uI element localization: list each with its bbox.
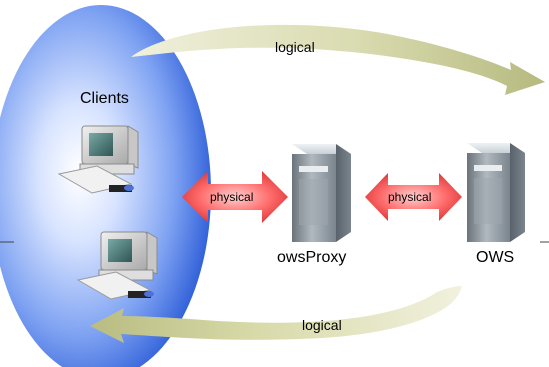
owsproxy-server-icon <box>292 144 351 242</box>
physical-label-left: physical <box>210 190 253 204</box>
client-computer-icon-top <box>57 125 139 194</box>
owsproxy-label: owsProxy <box>277 249 346 266</box>
ows-label: OWS <box>476 249 514 266</box>
logical-arrow-top <box>131 24 545 95</box>
ows-server-icon <box>467 143 525 242</box>
logical-label-top: logical <box>275 39 315 55</box>
clients-label: Clients <box>80 90 129 107</box>
logical-arrow-bottom <box>90 286 462 343</box>
logical-label-bottom: logical <box>302 317 342 333</box>
physical-arrow-right <box>365 173 462 221</box>
physical-label-right: physical <box>388 190 431 204</box>
physical-arrow-left <box>182 171 288 223</box>
client-computer-icon-bottom <box>76 231 158 300</box>
